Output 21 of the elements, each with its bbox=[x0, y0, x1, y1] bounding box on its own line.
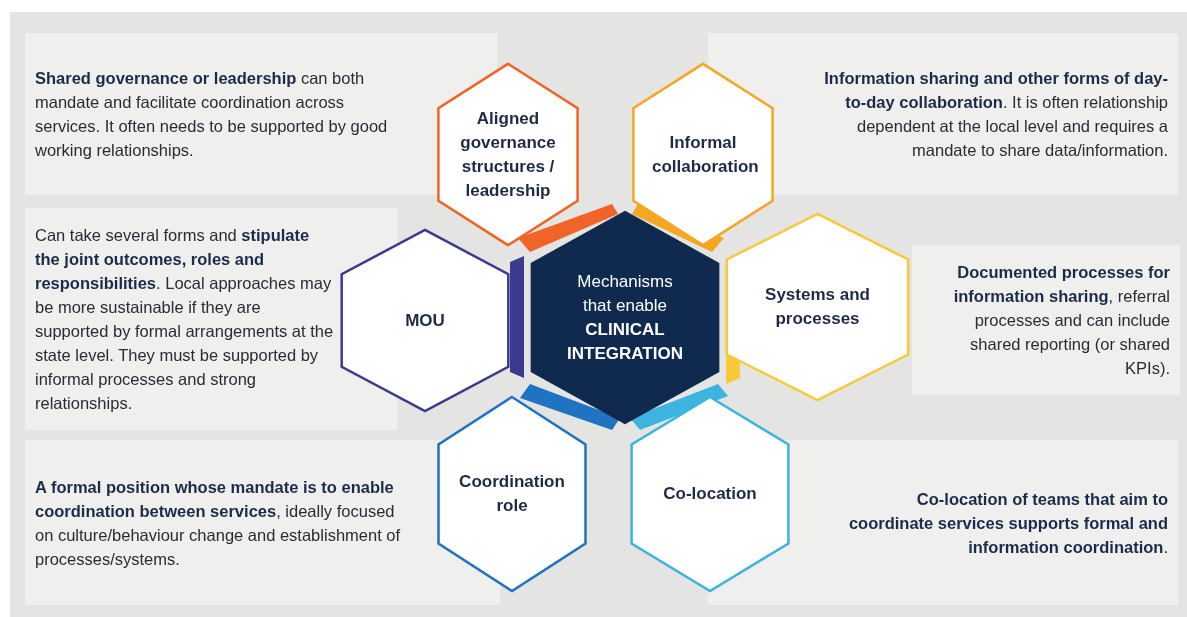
description-text: Information sharing and other forms of day-to-day collaboration. It is often relationship dependent at the local level and requires a mandate to share data/information. bbox=[823, 68, 1168, 161]
hexagon-label: MOU bbox=[405, 309, 445, 332]
hexagon-label: Aligned governance structures / leadership bbox=[459, 107, 557, 202]
description-text: Documented processes for information sharing, referral processes and can include shared reporting (or shared KPIs). bbox=[952, 262, 1170, 379]
hexagon-label: Mechanisms that enable bbox=[576, 270, 674, 317]
hexagon-node bbox=[340, 228, 510, 413]
description-text: Co-location of teams that aim to coordinate services supports formal and information coordination. bbox=[847, 488, 1168, 558]
description-text: A formal position whose mandate is to enable coordination between services, ideally focused on culture/behaviour change and establishment of processes/systems. bbox=[35, 476, 402, 570]
hexagon-title: CLINICAL INTEGRATION bbox=[566, 318, 684, 365]
description-text: Can take several forms and stipulate the joint outcomes, roles and responsibilities. Local approaches may be more sustainable if they are supported by formal arrangements at the state level. They must be supported by informal processes and strong relationships. bbox=[35, 225, 335, 414]
hexagon-label: Systems and processes bbox=[764, 284, 871, 330]
hexagon-node bbox=[437, 395, 587, 593]
hexagon-node bbox=[530, 210, 720, 425]
hexagon-node bbox=[437, 62, 579, 247]
hexagon-label: Coordination role bbox=[458, 471, 566, 517]
hexagon-node bbox=[725, 212, 910, 402]
hexagon-label: Co-location bbox=[663, 483, 757, 505]
hexagon-node bbox=[632, 62, 774, 247]
text-panel bbox=[25, 208, 397, 430]
description-text: Shared governance or leadership can both mandate and facilitate coordination across services. It often needs to be supported by good working relationships. bbox=[35, 68, 389, 161]
hexagon-node bbox=[630, 395, 790, 593]
